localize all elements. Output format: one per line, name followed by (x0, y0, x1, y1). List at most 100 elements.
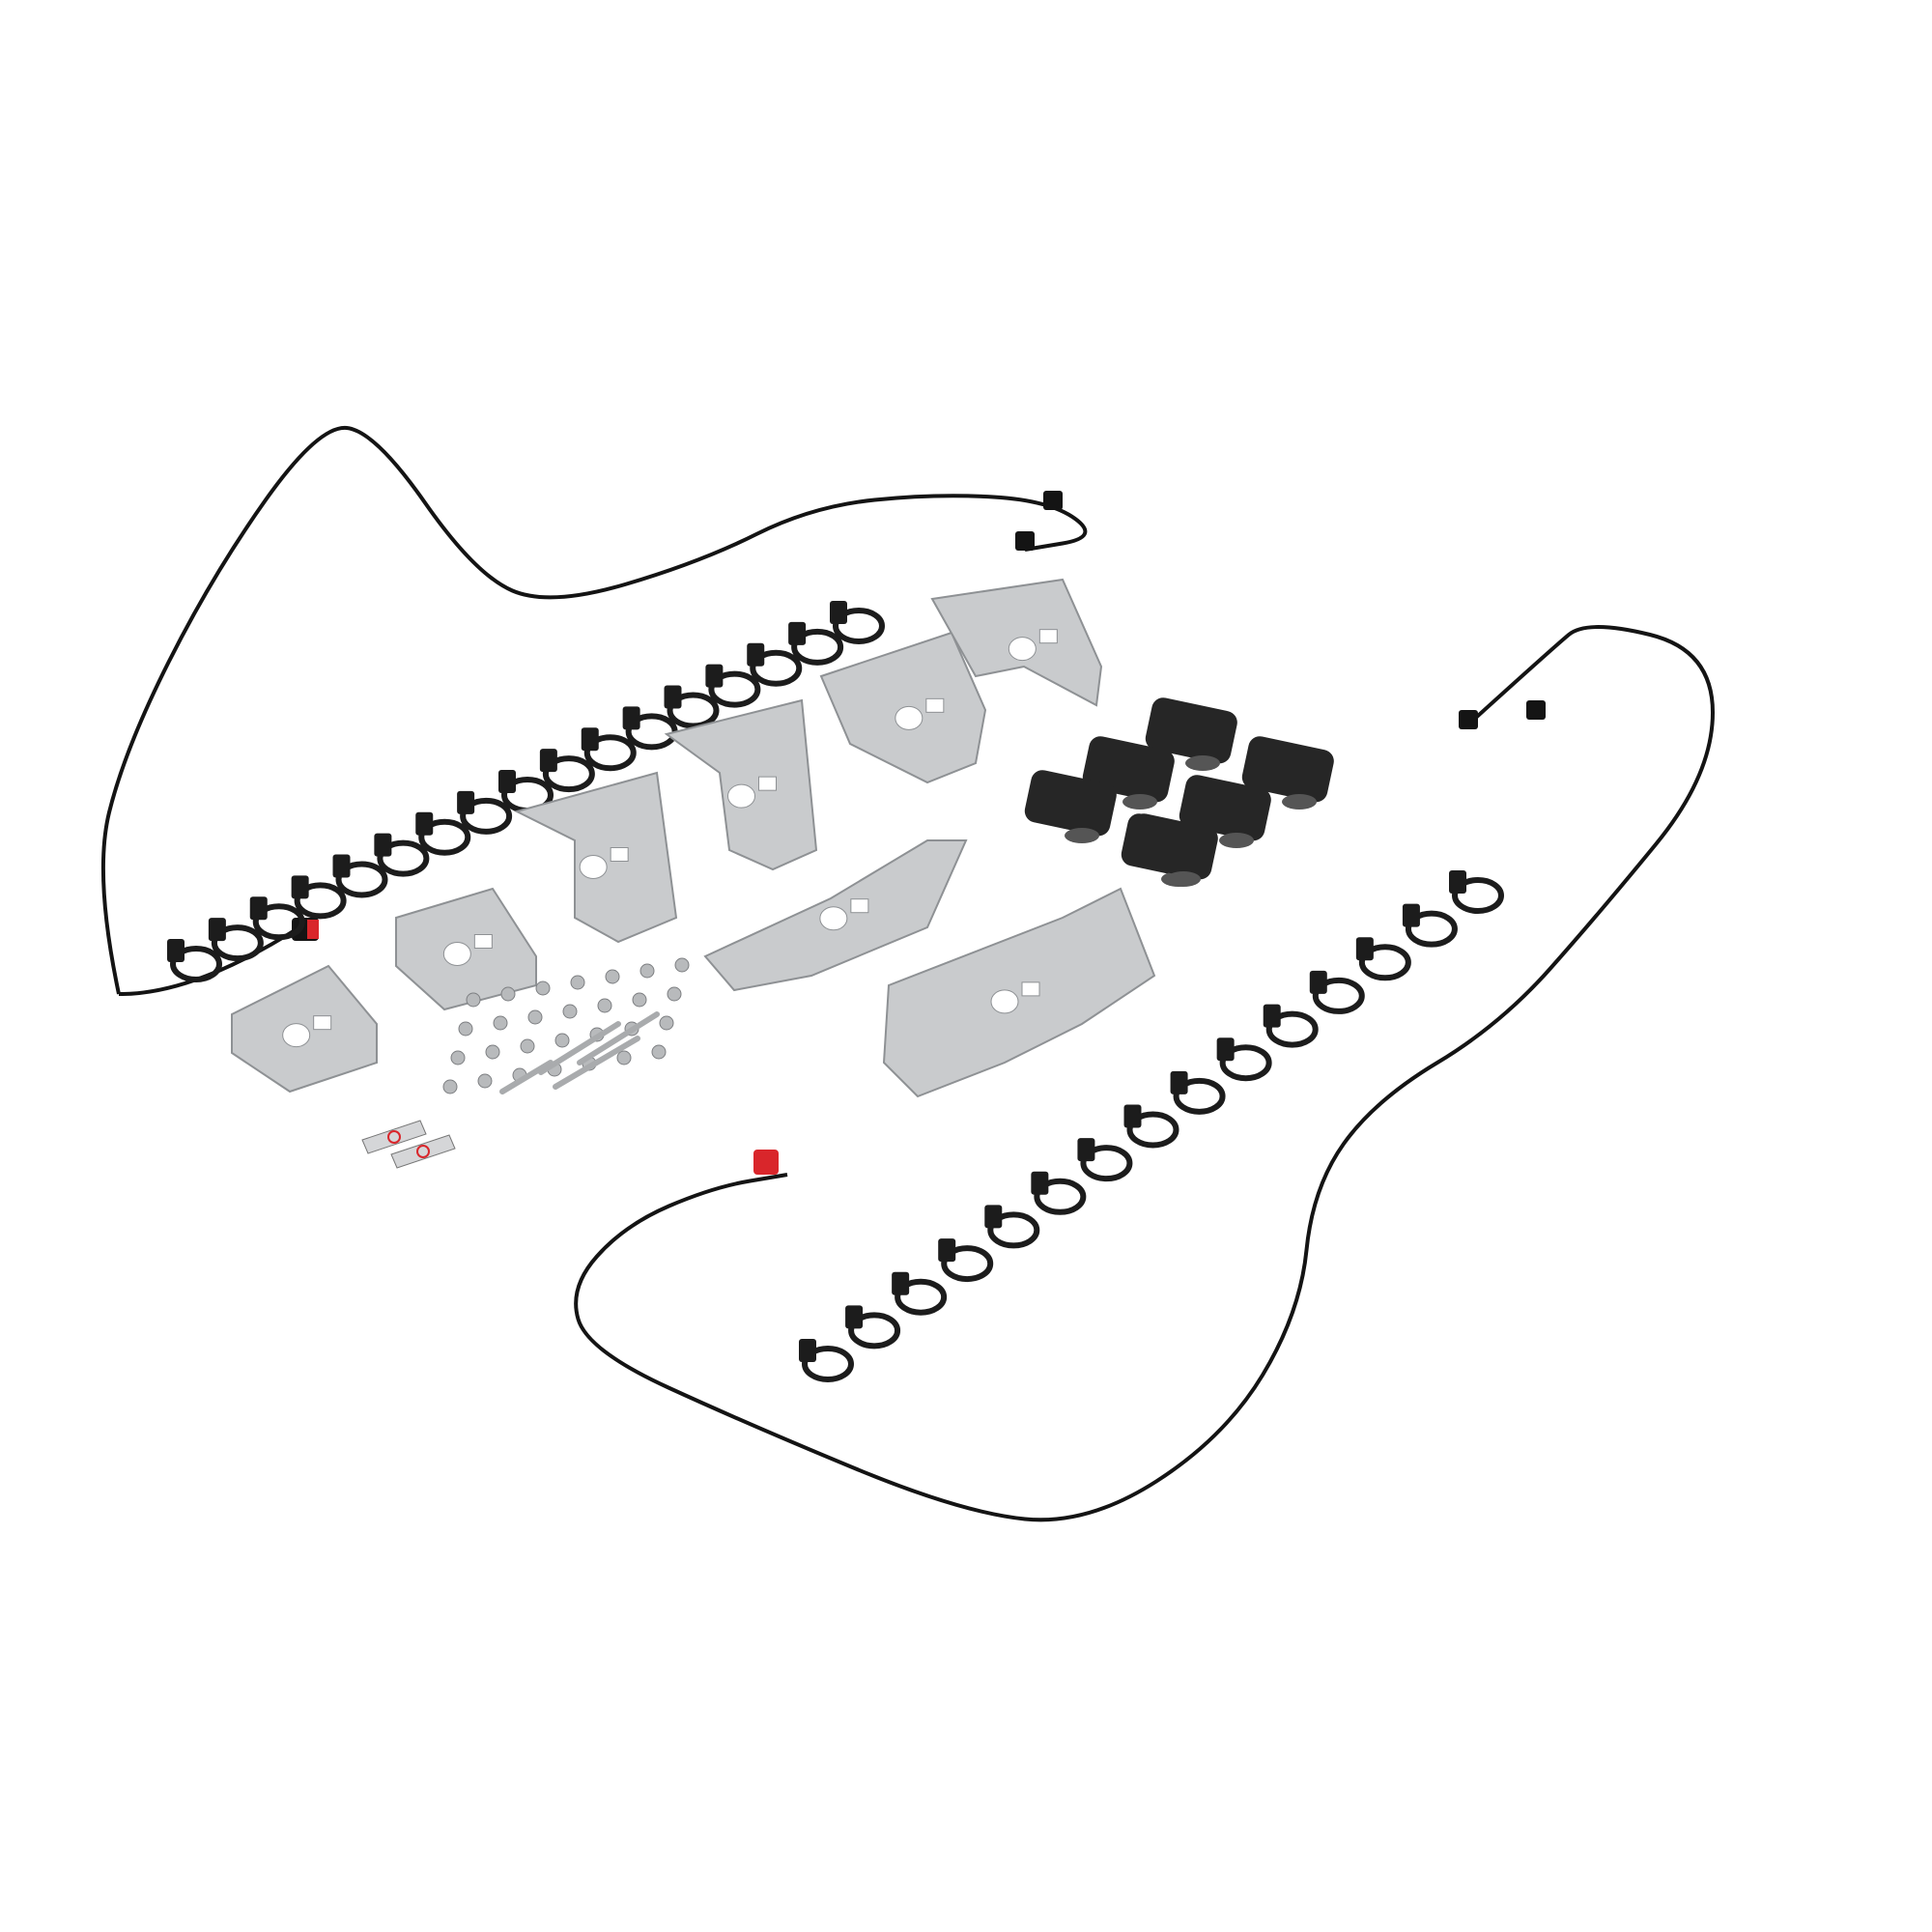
clamp-band (460, 797, 513, 835)
clamp-band (941, 1245, 994, 1283)
nut (477, 1073, 493, 1089)
nut (458, 1021, 473, 1037)
module-body (1145, 697, 1237, 764)
clamp-screw-housing (415, 811, 434, 836)
bracket-slot (925, 697, 945, 713)
bracket-hole (727, 783, 755, 809)
bracket-slot (850, 898, 869, 914)
module-body (1024, 770, 1117, 837)
hose-clamp (332, 854, 388, 898)
clamp-band (1126, 1111, 1179, 1149)
clamp-band (1173, 1077, 1226, 1115)
hose-clamp (374, 833, 430, 877)
hose-clamp (1170, 1070, 1226, 1115)
clamp-screw-housing (1355, 937, 1374, 961)
hose-clamp (167, 939, 222, 982)
nut (535, 980, 551, 996)
clamp-band (542, 755, 595, 793)
clamp-screw-housing (799, 1339, 816, 1362)
bracket-hole (819, 906, 848, 931)
hose-clamp (1216, 1037, 1272, 1082)
clamp-screw-housing (984, 1205, 1003, 1229)
bracket-slot (1038, 629, 1058, 644)
nut (466, 992, 481, 1008)
clamp-screw-housing (788, 621, 807, 645)
hose-clamp (291, 875, 347, 920)
clamp-band (335, 861, 388, 898)
hose-clamp (788, 621, 844, 666)
bracket-slot (473, 934, 493, 949)
clamp-screw-housing (208, 918, 226, 942)
hose-clamp (1123, 1104, 1179, 1149)
module-body (1125, 813, 1218, 880)
nut (632, 992, 647, 1008)
bolt (538, 1021, 621, 1075)
bracket-hole (895, 705, 923, 730)
hose-clamps (167, 601, 1504, 1382)
sensor-module (1125, 813, 1218, 887)
hose-clamp (457, 790, 513, 835)
clamp-band (667, 692, 720, 729)
nut (605, 969, 620, 984)
nut (520, 1038, 535, 1054)
nut (651, 1044, 667, 1060)
connector (1015, 531, 1035, 551)
hose-clamp (1263, 1004, 1319, 1048)
nut (485, 1044, 500, 1060)
sensor-modules (1024, 697, 1334, 887)
clamp-band (211, 924, 264, 962)
bracket-hole (282, 1023, 311, 1048)
clamp-band (1358, 944, 1411, 981)
clamp-screw-housing (1170, 1070, 1188, 1094)
clamp-screw-housing (1031, 1171, 1049, 1195)
clamp-band (1080, 1145, 1133, 1182)
nut (493, 1015, 508, 1031)
bracket-slot (610, 847, 629, 862)
nut (442, 1079, 458, 1094)
clamp-screw-housing (747, 642, 765, 667)
clamp-screw-housing (938, 1238, 956, 1263)
clamp-band (895, 1278, 948, 1316)
clamp-band (848, 1312, 901, 1350)
hose-clamp (664, 685, 720, 729)
module-body (1241, 736, 1334, 803)
clamp-screw-housing (705, 664, 724, 688)
clamp-screw-housing (249, 896, 268, 921)
warning-decal (390, 1134, 456, 1169)
clamp-screw-housing (1216, 1037, 1235, 1062)
bracket-hole (442, 942, 471, 966)
bracket-slot (758, 776, 777, 791)
hose-clamp (799, 1339, 854, 1382)
wiring-harnesses (100, 425, 1716, 1522)
hose-clamp (1077, 1138, 1133, 1182)
clamp-screw-housing (664, 685, 682, 709)
decal-plate (361, 1120, 427, 1154)
hose-clamp (622, 706, 678, 751)
bolt (499, 1060, 554, 1094)
nut (500, 986, 516, 1002)
clamp-screw-housing (374, 833, 392, 857)
clamp-screw-housing (1123, 1104, 1142, 1128)
clamp-band (418, 818, 471, 856)
hose-clamp (1449, 870, 1504, 914)
nut (597, 998, 612, 1013)
clamp-screw-housing (539, 749, 557, 773)
sensor-module (1179, 775, 1271, 848)
clamp-screw-housing (1402, 903, 1420, 927)
nut (527, 1009, 543, 1025)
connector (1043, 491, 1063, 510)
hose-clamp (1355, 937, 1411, 981)
clamp-band (1405, 910, 1458, 948)
clamp-screw-housing (830, 601, 847, 624)
clamp-screw-housing (457, 790, 475, 814)
bracket-slot (313, 1015, 332, 1031)
bracket-slot (1021, 981, 1040, 997)
cable-harness-left (100, 425, 1088, 995)
decal-plate (390, 1134, 456, 1169)
clamp-screw-housing (332, 854, 351, 878)
hose-clamp (892, 1271, 948, 1316)
module-lens (1122, 794, 1157, 810)
clamp-band (987, 1211, 1040, 1249)
nut (562, 1004, 578, 1019)
sensor-module (1241, 736, 1334, 810)
